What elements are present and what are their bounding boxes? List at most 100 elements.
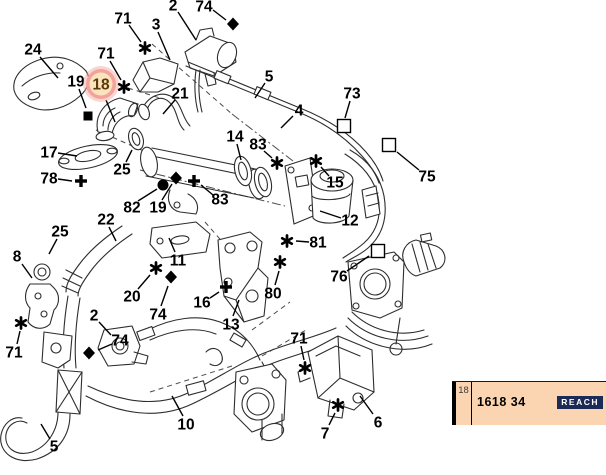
marker-asterisk-icon xyxy=(117,80,131,94)
leader-line xyxy=(160,285,169,307)
callout-label-12[interactable]: 12 xyxy=(341,213,358,230)
callout-19: 19 xyxy=(67,74,93,121)
callout-label-74[interactable]: 74 xyxy=(149,307,167,324)
callout-label-25[interactable]: 25 xyxy=(51,224,69,241)
leader-line xyxy=(157,31,171,61)
callout-label-75[interactable]: 75 xyxy=(418,169,436,186)
marker-diamond-icon xyxy=(165,270,177,284)
leader-line xyxy=(359,395,374,415)
callout-3: 3 xyxy=(152,17,171,61)
callout-label-71[interactable]: 71 xyxy=(5,345,23,362)
reach-badge[interactable]: REACH xyxy=(557,396,603,409)
callout-label-80[interactable]: 80 xyxy=(264,286,281,303)
callout-label-24[interactable]: 24 xyxy=(24,42,42,59)
marker-asterisk-icon xyxy=(138,41,152,55)
marker-plus-icon xyxy=(188,175,200,187)
callout-8: 8 xyxy=(13,249,33,279)
callout-label-83[interactable]: 83 xyxy=(211,192,229,209)
marker-square-hollow-icon xyxy=(381,137,397,153)
leader-line xyxy=(171,395,184,417)
callout-22: 22 xyxy=(97,212,117,242)
callout-74: 74 xyxy=(83,333,129,360)
marker-asterisk-icon xyxy=(280,234,294,248)
callout-label-78[interactable]: 78 xyxy=(40,171,58,188)
leader-line xyxy=(212,9,227,21)
part-info-box[interactable]: 18 1618 34 REACH xyxy=(452,381,606,425)
callout-25: 25 xyxy=(113,149,133,179)
callout-label-19[interactable]: 19 xyxy=(67,74,85,91)
part-art-pipe-loop-75 xyxy=(342,149,386,263)
callout-74: 74 xyxy=(149,270,177,324)
callout-14: 14 xyxy=(226,129,244,161)
callout-81: 81 xyxy=(280,234,327,252)
callout-label-83[interactable]: 83 xyxy=(249,137,267,154)
callout-label-2[interactable]: 2 xyxy=(90,308,99,325)
part-art-egr-valve-12 xyxy=(284,157,354,225)
marker-square-hollow-icon xyxy=(370,243,386,259)
leader-line xyxy=(21,263,33,279)
callout-10: 10 xyxy=(171,395,195,434)
leader-line xyxy=(16,330,21,345)
leader-line xyxy=(168,237,176,253)
callout-label-10[interactable]: 10 xyxy=(177,417,194,434)
callout-label-74[interactable]: 74 xyxy=(195,0,213,16)
leader-line xyxy=(125,149,133,163)
marker-circle-icon xyxy=(157,179,169,191)
callout-label-73[interactable]: 73 xyxy=(343,86,361,103)
callout-label-16[interactable]: 16 xyxy=(193,295,211,312)
marker-asterisk-icon xyxy=(149,261,163,275)
callout-label-81[interactable]: 81 xyxy=(309,235,327,252)
callout-label-5[interactable]: 5 xyxy=(50,439,59,456)
callout-label-22[interactable]: 22 xyxy=(97,212,114,229)
callout-label-20[interactable]: 20 xyxy=(123,289,140,306)
leader-line xyxy=(177,11,197,41)
leader-line xyxy=(128,24,142,43)
leader-line xyxy=(254,82,266,99)
callout-82: 82 xyxy=(123,179,169,217)
callout-78: 78 xyxy=(40,171,87,188)
highlight-fill xyxy=(89,72,113,96)
callout-label-74[interactable]: 74 xyxy=(111,333,129,350)
info-box-main: 1618 34 REACH xyxy=(472,382,606,425)
callout-label-21[interactable]: 21 xyxy=(171,86,189,103)
leader-line xyxy=(39,56,59,79)
info-box-divider xyxy=(471,382,472,425)
callout-15: 15 xyxy=(309,154,344,192)
marker-diamond-icon xyxy=(227,17,239,31)
callout-label-71[interactable]: 71 xyxy=(290,331,308,348)
marker-square-icon xyxy=(83,111,93,121)
callout-label-3[interactable]: 3 xyxy=(152,17,161,34)
leader-line xyxy=(328,412,336,426)
callout-label-17[interactable]: 17 xyxy=(40,145,57,162)
callout-label-7[interactable]: 7 xyxy=(321,426,330,443)
callout-6: 6 xyxy=(359,395,383,432)
callout-label-71[interactable]: 71 xyxy=(97,46,115,63)
marker-diamond-icon xyxy=(83,346,95,360)
callout-label-71[interactable]: 71 xyxy=(114,11,132,28)
callout-label-13[interactable]: 13 xyxy=(222,317,240,334)
callout-24: 24 xyxy=(24,42,59,79)
callout-label-19[interactable]: 19 xyxy=(149,200,167,217)
callout-label-76[interactable]: 76 xyxy=(330,269,348,286)
callout-label-5[interactable]: 5 xyxy=(265,69,274,86)
leader-line xyxy=(295,240,310,243)
callout-5: 5 xyxy=(40,423,59,456)
callout-label-25[interactable]: 25 xyxy=(113,162,131,179)
callout-label-15[interactable]: 15 xyxy=(326,175,344,192)
callout-label-2[interactable]: 2 xyxy=(169,0,178,15)
callout-label-11[interactable]: 11 xyxy=(170,253,187,270)
callout-label-18[interactable]: 18 xyxy=(92,77,110,94)
callout-7: 7 xyxy=(321,398,345,443)
callout-label-14[interactable]: 14 xyxy=(226,129,244,146)
callout-label-82[interactable]: 82 xyxy=(123,200,140,217)
callout-label-4[interactable]: 4 xyxy=(295,103,304,120)
callout-18: 18 xyxy=(83,66,119,123)
leader-line xyxy=(396,151,420,171)
callout-83: 83 xyxy=(249,137,284,170)
callout-label-6[interactable]: 6 xyxy=(374,415,383,432)
marker-plus-icon xyxy=(75,175,87,187)
callout-label-8[interactable]: 8 xyxy=(13,249,22,266)
leader-line xyxy=(162,99,176,115)
